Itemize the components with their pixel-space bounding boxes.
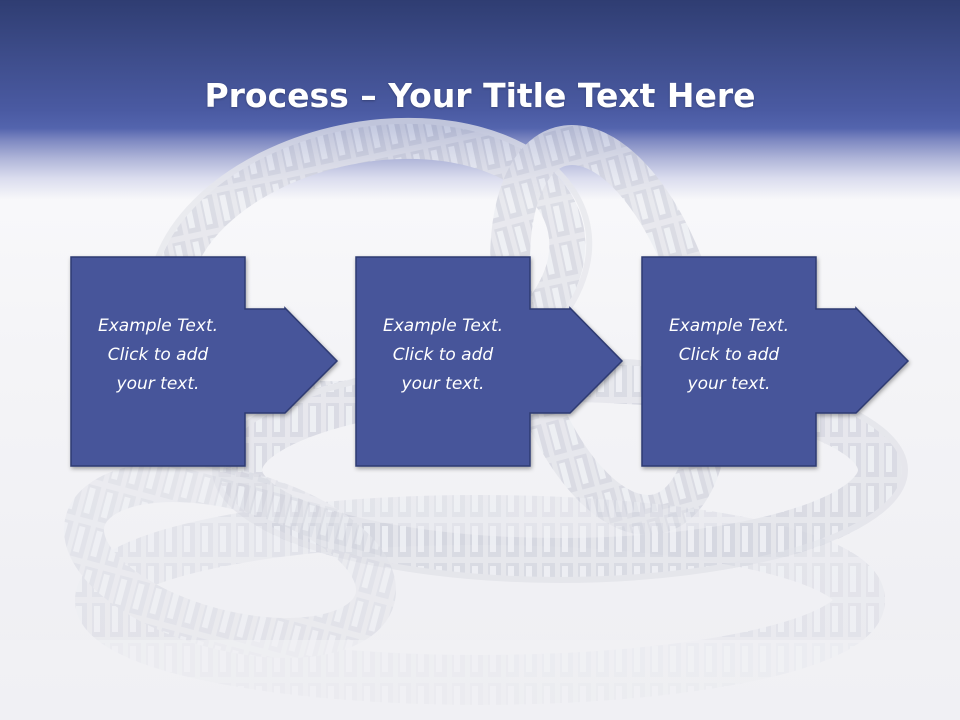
step-2-line-1: Example Text. — [382, 316, 504, 336]
step-3-shape[interactable] — [641, 256, 910, 467]
step-2-line-2: Click to add — [392, 345, 494, 365]
step-3-line-1: Example Text. — [668, 316, 790, 336]
step-2-text[interactable]: Example Text. Click to add your text. — [356, 312, 530, 399]
step-1-line-3: your text. — [116, 374, 200, 394]
step-1-line-1: Example Text. — [97, 316, 219, 336]
step-3-line-3: your text. — [687, 374, 771, 394]
step-3-line-2: Click to add — [678, 345, 780, 365]
step-2-line-3: your text. — [401, 374, 485, 394]
title-bold-text: Process — [204, 76, 349, 116]
slide-title[interactable]: Process – Your Title Text Here — [0, 74, 960, 118]
step-3-text[interactable]: Example Text. Click to add your text. — [642, 312, 816, 399]
title-rest-text: – Your Title Text Here — [348, 76, 756, 116]
step-1-line-2: Click to add — [107, 345, 209, 365]
step-1-shape[interactable] — [70, 256, 339, 467]
step-1-text[interactable]: Example Text. Click to add your text. — [71, 312, 245, 399]
step-2-shape[interactable] — [355, 256, 624, 467]
